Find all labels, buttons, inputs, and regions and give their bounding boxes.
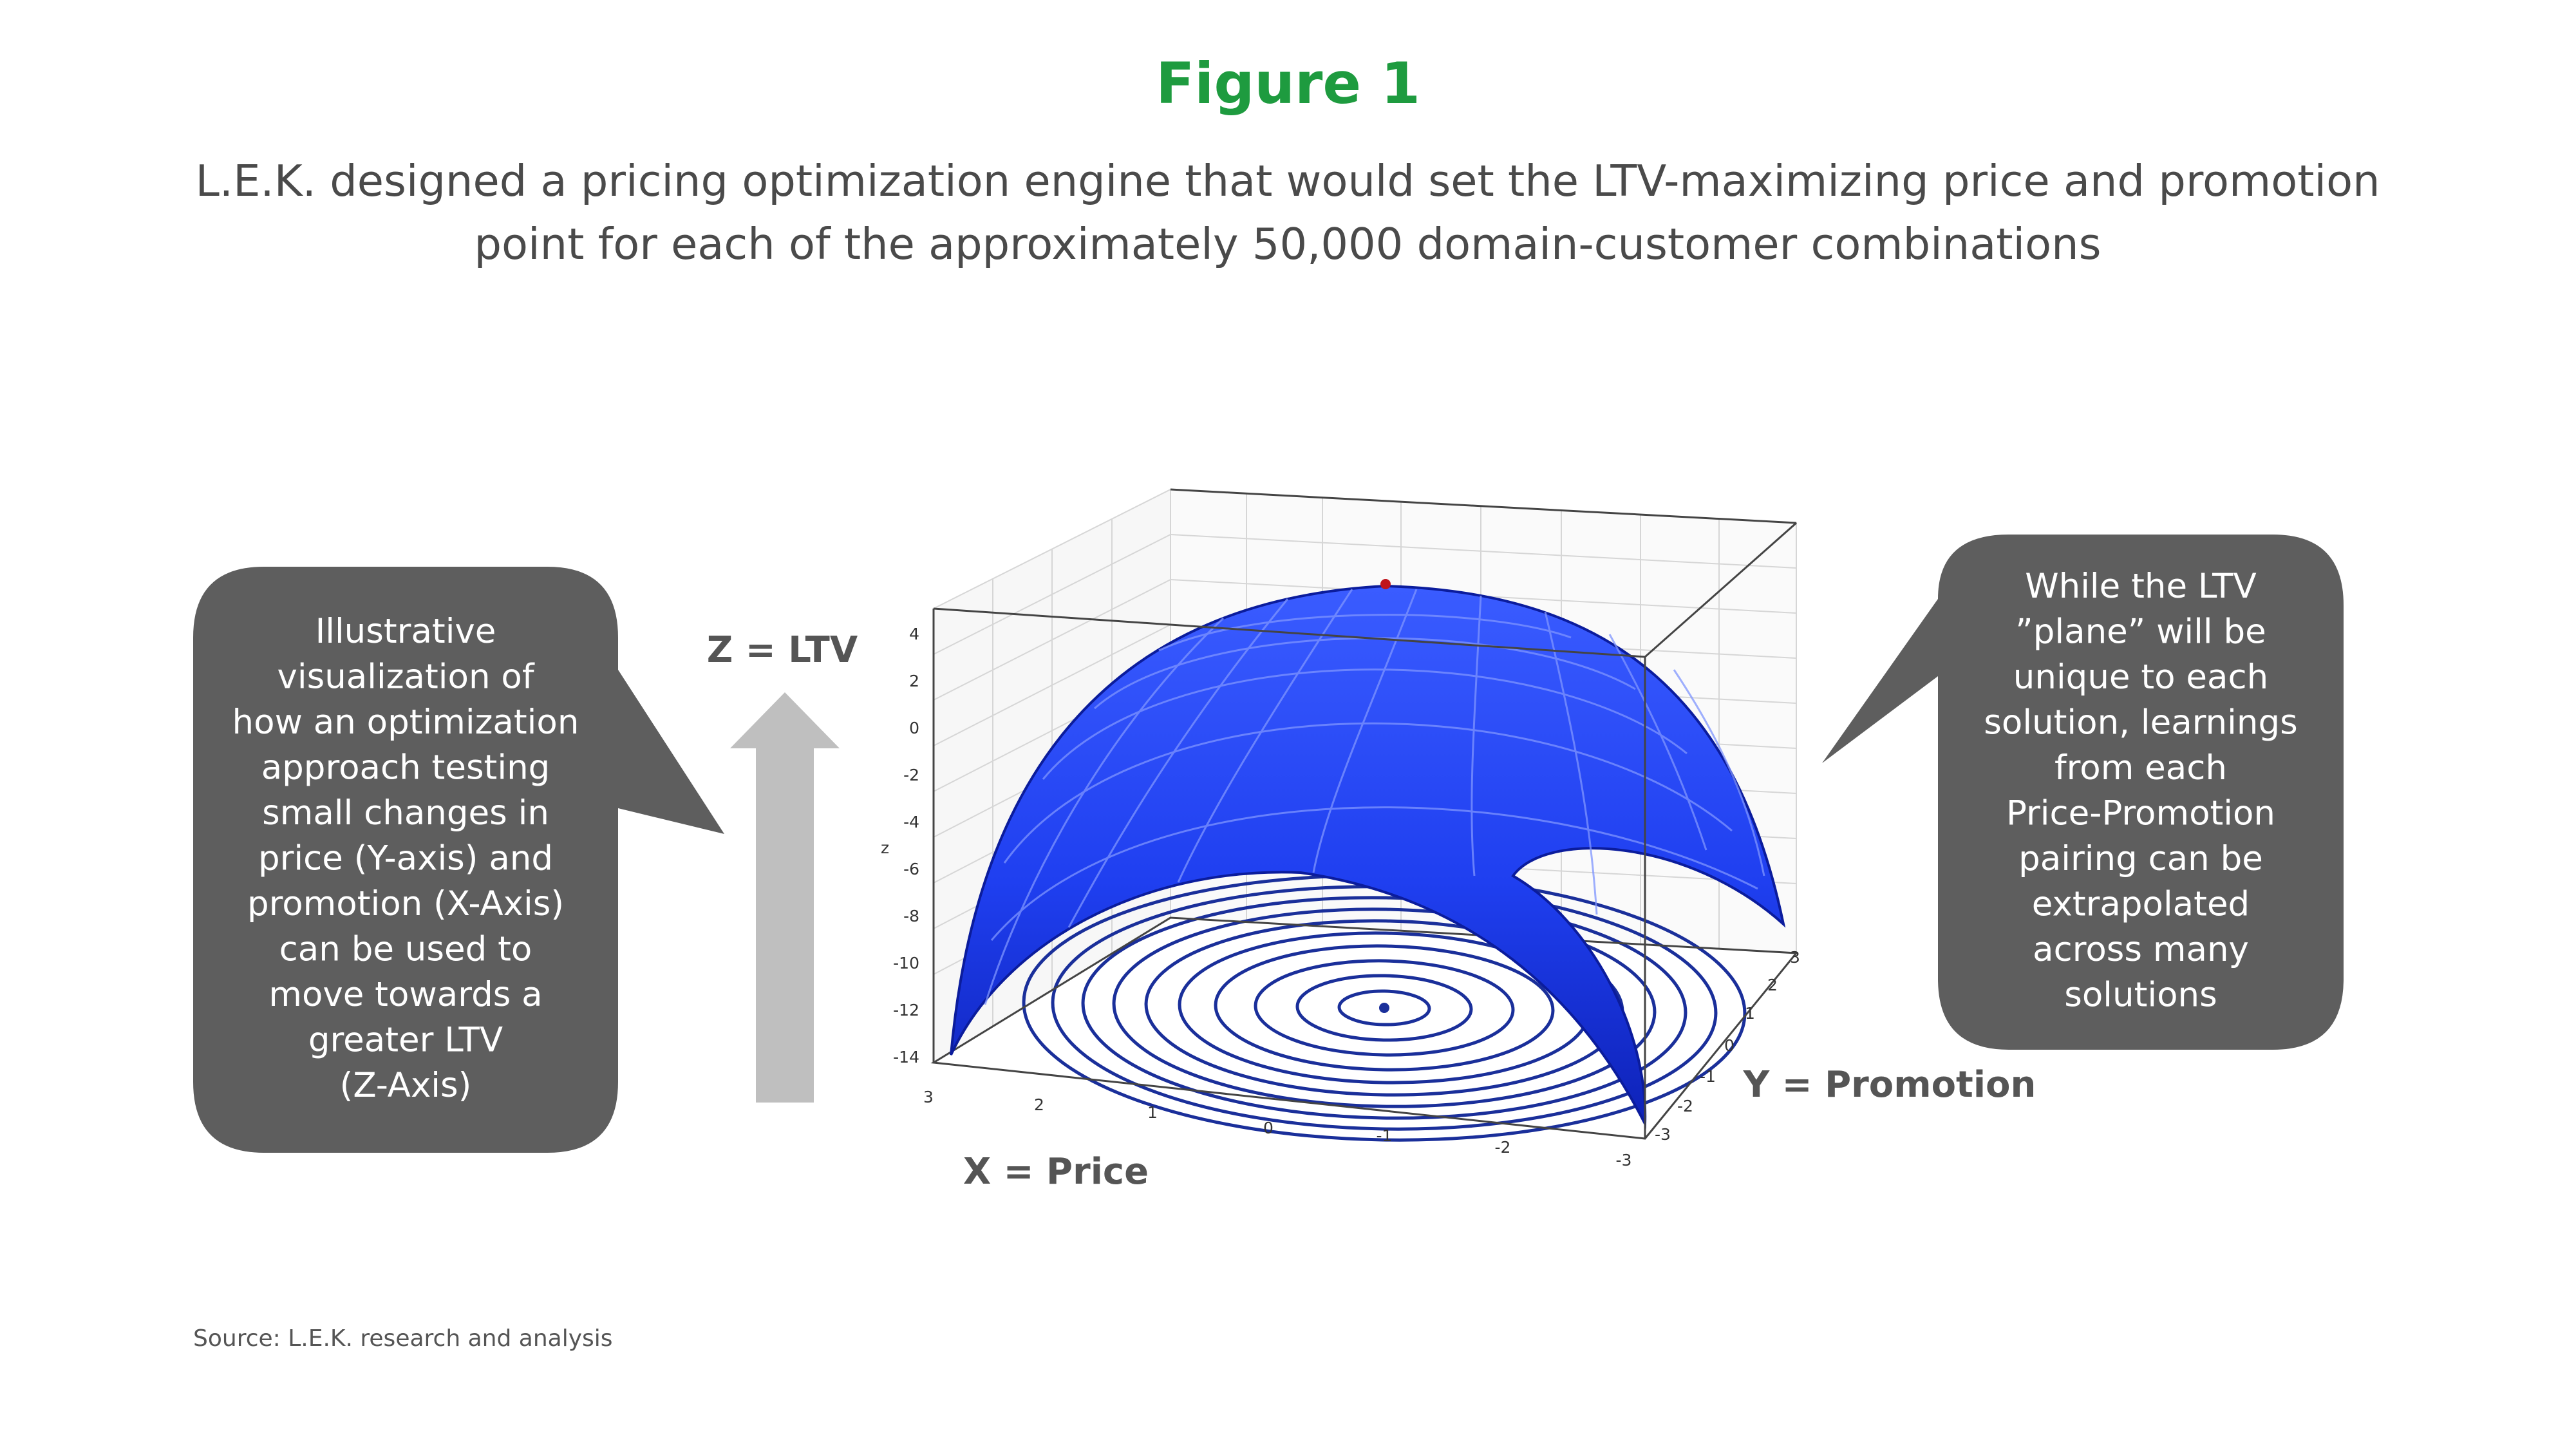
x-tick: 0: [1263, 1119, 1274, 1137]
figure-title: Figure 1: [1156, 50, 1420, 117]
z-tick: -14: [893, 1048, 919, 1066]
right-callout-line: from each: [2054, 748, 2227, 788]
figure-subtitle: L.E.K. designed a pricing optimization e…: [129, 149, 2447, 276]
left-callout: Illustrative visualization of how an optim…: [193, 567, 724, 1153]
right-callout-line: solutions: [2064, 976, 2217, 1015]
floor-outline: [930, 916, 1799, 1140]
left-callout-line: Illustrative: [315, 612, 496, 651]
y-tick: 2: [1767, 976, 1778, 994]
surface-mesh: [984, 589, 1765, 1005]
left-callout-line: promotion (X-Axis): [247, 884, 564, 923]
right-callout-line: solution, learnings: [1984, 703, 2297, 743]
y-tick: 0: [1724, 1036, 1735, 1055]
left-callout-line: small changes in: [262, 793, 549, 833]
box-edges: [932, 488, 1797, 1139]
z-tick: 0: [909, 719, 919, 737]
y-tick: 3: [1790, 948, 1800, 967]
left-callout-line: (Z-Axis): [340, 1066, 472, 1105]
x-tick: -1: [1377, 1126, 1393, 1145]
y-tick: 1: [1745, 1004, 1755, 1023]
x-tick: 3: [923, 1088, 934, 1106]
source-note: Source: L.E.K. research and analysis: [193, 1325, 613, 1352]
y-tick: -3: [1655, 1125, 1671, 1144]
right-callout: While the LTV ”plane” will be unique to ea…: [1822, 535, 2344, 1050]
left-callout-line: move towards a: [268, 975, 542, 1014]
x-ticks: 3 2 1 0 -1 -2 -3: [923, 1088, 1631, 1170]
contour-center-marker: [1379, 1003, 1389, 1013]
z-tick: -10: [893, 954, 919, 972]
y-ticks: 3 2 1 0 -1 -2 -3: [1655, 948, 1800, 1144]
x-tick: 1: [1147, 1103, 1158, 1122]
plot-3d: z 4 2 0 -2 -4 -6 -8 -10 -12 -14 3 2 1 0 …: [881, 488, 1800, 1170]
z-tick: -6: [903, 860, 919, 878]
x-tick: 2: [1034, 1095, 1044, 1114]
x-tick: -3: [1616, 1151, 1632, 1170]
x-axis-label: X = Price: [963, 1151, 1149, 1193]
z-tick: 2: [909, 672, 919, 690]
right-callout-line: Price-Promotion: [2006, 794, 2275, 833]
z-tick: -12: [893, 1001, 919, 1019]
left-callout-line: price (Y-axis) and: [258, 839, 553, 878]
subtitle-line-1: L.E.K. designed a pricing optimization e…: [195, 156, 2380, 206]
z-up-arrow: [730, 692, 840, 1103]
left-callout-bubble: [193, 567, 724, 1153]
right-callout-line: pairing can be: [2018, 839, 2263, 878]
right-callout-line: While the LTV: [2025, 567, 2257, 606]
max-point-marker: [1380, 579, 1391, 589]
z-tick: -2: [903, 766, 919, 784]
right-callout-line: unique to each: [2013, 658, 2268, 697]
z-axis-label: Z = LTV: [707, 629, 858, 671]
y-tick: -2: [1677, 1097, 1693, 1115]
left-callout-line: visualization of: [277, 658, 535, 697]
right-callout-line: ”plane” will be: [2015, 612, 2266, 652]
z-tick: 4: [909, 625, 919, 643]
left-callout-line: approach testing: [261, 748, 550, 788]
left-callout-line: how an optimization: [232, 703, 579, 742]
left-callout-line: can be used to: [279, 930, 532, 969]
right-callout-bubble: [1822, 535, 2344, 1050]
z-small-label: z: [881, 838, 889, 857]
ltv-surface: [950, 584, 1786, 1129]
subtitle-line-2: point for each of the approximately 50,0…: [474, 219, 2101, 269]
z-tick: -8: [903, 907, 919, 925]
right-callout-line: across many: [2033, 930, 2249, 969]
left-callout-line: greater LTV: [308, 1021, 503, 1060]
right-callout-line: extrapolated: [2032, 885, 2250, 924]
y-tick: -1: [1700, 1067, 1716, 1086]
z-tick: -4: [903, 813, 919, 831]
y-axis-label: Y = Promotion: [1743, 1064, 2036, 1106]
z-ticks: 4 2 0 -2 -4 -6 -8 -10 -12 -14: [893, 625, 919, 1066]
x-tick: -2: [1495, 1138, 1511, 1157]
